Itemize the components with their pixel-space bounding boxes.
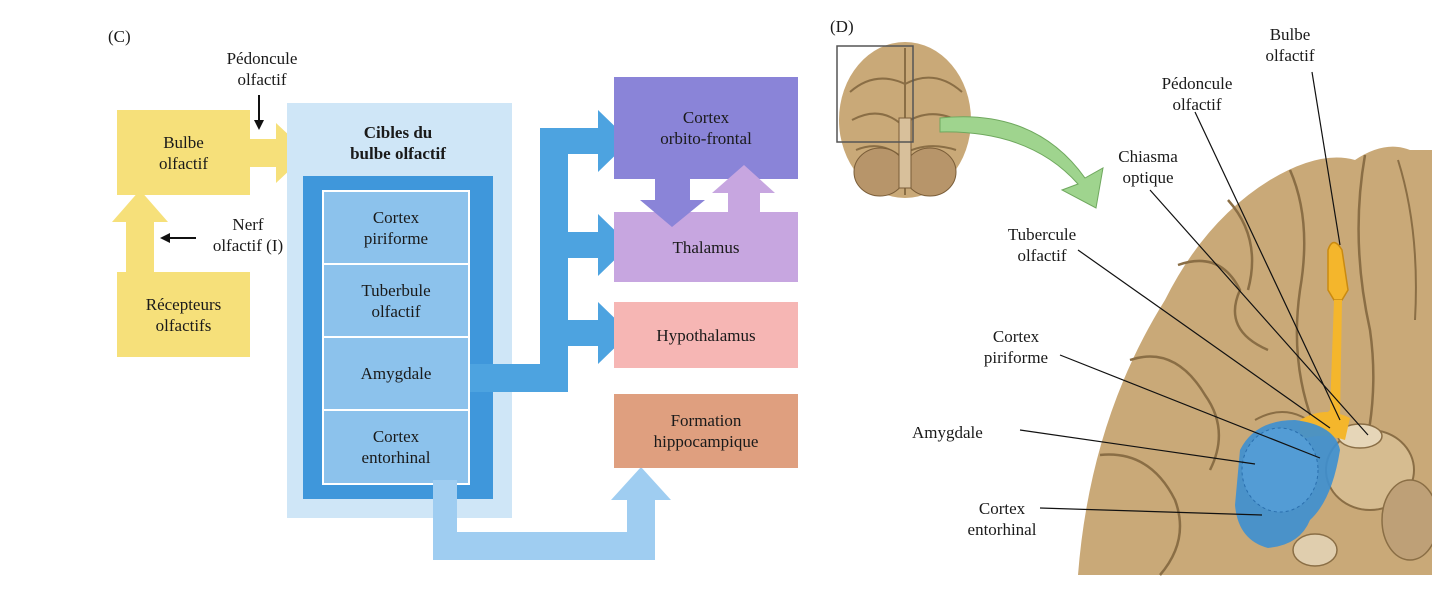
to-hippocampe-shaft <box>627 497 655 560</box>
to-orbito-shaft <box>540 128 602 154</box>
to-hypothalamus-shaft <box>566 320 602 346</box>
cible-tuberbule-olfactif: Tuberbule olfactif <box>361 280 431 321</box>
thumbnail-zoom-frame <box>836 45 914 143</box>
cell-bg-4 <box>324 411 468 483</box>
label-bulbe-olfactif: Bulbe olfactif <box>1265 25 1315 65</box>
cible-cortex-piriforme: Cortex piriforme <box>363 207 429 248</box>
output-hypothalamus: Hypothalamus <box>656 325 756 345</box>
label-pedoncule-olfactif: Pédoncule olfactif <box>1161 74 1233 114</box>
output-orbito-frontal: Cortex orbito-frontal <box>660 108 752 148</box>
hippocampe-box <box>614 394 798 468</box>
panel-c-label: (C) <box>108 27 131 46</box>
recepteurs-to-bulbe-arrow-shaft <box>126 220 154 275</box>
brain-ventral-view <box>1078 146 1432 576</box>
recepteurs-label: Récepteurs olfactifs <box>145 294 222 335</box>
output-hippocampe: Formation hippocampique <box>653 411 759 451</box>
hypothalamus-box <box>614 302 798 368</box>
bulbe-box <box>117 110 250 195</box>
label-chiasma-optique: Chiasma optique <box>1118 147 1178 187</box>
output-thalamus: Thalamus <box>672 237 740 257</box>
to-hippocampe-head <box>611 467 671 500</box>
nerf-label: Nerf olfactif (I) <box>212 215 284 255</box>
cell-bg-1 <box>324 192 468 263</box>
label-amygdale: Amygdale <box>912 423 983 442</box>
brain-thumbnail <box>839 42 971 198</box>
cible-amygdale: Amygdale <box>360 364 432 383</box>
cell-bg-2 <box>324 265 468 336</box>
amygdale-out-shaft <box>470 364 540 392</box>
cible-cortex-entorhinal: Cortex entorhinal <box>361 427 431 467</box>
orbito-to-thalamus-arrow <box>640 179 705 227</box>
label-cortex-entorhinal: Cortex entorhinal <box>967 499 1037 539</box>
bulbe-to-cibles-arrow-shaft <box>248 139 278 167</box>
pedoncule-label: Pédoncule olfactif <box>226 49 298 89</box>
entorhinal-horizontal-shaft <box>433 532 655 560</box>
orbito-box <box>614 77 798 179</box>
zoom-arrow <box>939 116 1104 209</box>
leader-lines <box>1019 71 1369 516</box>
label-cortex-piriforme: Cortex piriforme <box>983 327 1049 367</box>
olfactory-cortex-blue <box>1235 420 1340 548</box>
recepteurs-box <box>117 272 250 357</box>
thalamus-to-orbito-arrow <box>712 165 775 212</box>
panel-d-label: (D) <box>830 17 854 36</box>
bulbe-label: Bulbe olfactif <box>158 132 209 173</box>
cibles-title: Cibles du bulbe olfactif <box>350 123 446 163</box>
recepteurs-to-bulbe-arrow-head <box>112 190 168 222</box>
trunk <box>540 128 568 392</box>
cell-bg-3 <box>324 338 468 409</box>
to-thalamus-shaft <box>566 232 602 258</box>
thalamus-box <box>614 212 798 282</box>
label-tubercule-olfactif: Tubercule olfactif <box>1007 225 1077 265</box>
